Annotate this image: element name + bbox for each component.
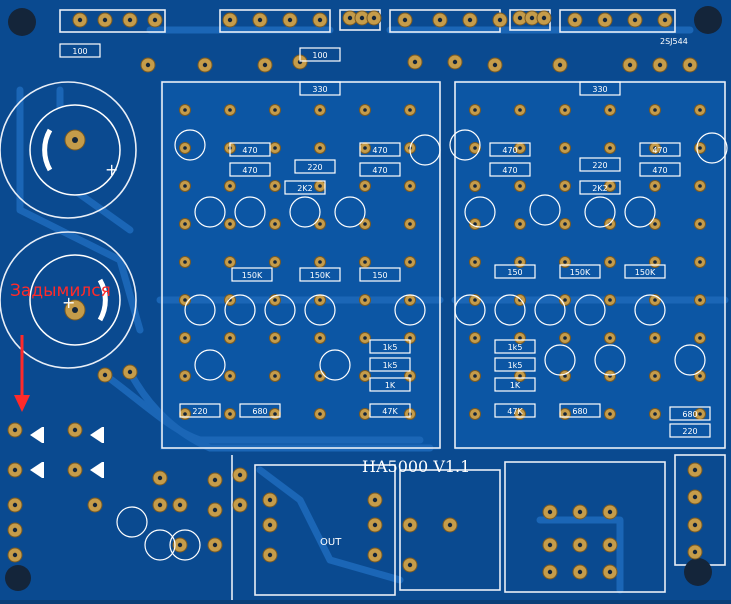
bridge-diodes: [30, 427, 104, 478]
svg-text:220: 220: [592, 161, 607, 170]
filter-capacitors: + +: [29, 104, 121, 346]
svg-text:150K: 150K: [310, 271, 331, 280]
svg-text:1k5: 1k5: [383, 361, 398, 370]
svg-text:470: 470: [652, 146, 667, 155]
board-title: HA5000 V1.1: [362, 457, 470, 476]
corner-tag: 2SJ544: [660, 37, 688, 46]
svg-text:1K: 1K: [510, 381, 521, 390]
svg-text:470: 470: [372, 146, 387, 155]
svg-text:680: 680: [572, 407, 587, 416]
svg-text:100: 100: [72, 47, 87, 56]
svg-text:150K: 150K: [570, 268, 591, 277]
svg-text:47K: 47K: [382, 407, 398, 416]
svg-text:220: 220: [682, 427, 697, 436]
svg-text:150K: 150K: [635, 268, 656, 277]
svg-text:2K2: 2K2: [592, 184, 607, 193]
svg-text:680: 680: [682, 410, 697, 419]
svg-text:2K2: 2K2: [297, 184, 312, 193]
resistor-outlines: 100 100 330 470 470 220 2K2 470 470 150 150K 150K 68…: [59, 43, 711, 438]
svg-text:1k5: 1k5: [383, 343, 398, 352]
svg-text:470: 470: [242, 166, 257, 175]
svg-text:470: 470: [242, 146, 257, 155]
svg-text:47K: 47K: [507, 407, 523, 416]
mounting-holes: [5, 6, 722, 591]
svg-text:1k5: 1k5: [508, 343, 523, 352]
component-pads: [7, 10, 706, 580]
svg-text:470: 470: [652, 166, 667, 175]
svg-text:330: 330: [592, 85, 607, 94]
svg-text:1K: 1K: [385, 381, 396, 390]
svg-text:470: 470: [502, 166, 517, 175]
small-capacitors: [116, 129, 728, 561]
svg-text:1k5: 1k5: [508, 361, 523, 370]
svg-text:150K: 150K: [242, 271, 263, 280]
label-out: OUT: [320, 537, 342, 548]
annotation-text: Задымился: [10, 281, 111, 301]
svg-text:+: +: [62, 293, 75, 312]
svg-text:220: 220: [192, 407, 207, 416]
smoke-annotation: Задымился: [10, 281, 111, 412]
svg-text:100: 100: [312, 51, 327, 60]
svg-text:680: 680: [252, 407, 267, 416]
svg-text:470: 470: [372, 166, 387, 175]
svg-text:470: 470: [502, 146, 517, 155]
svg-text:+: +: [105, 160, 118, 179]
svg-text:220: 220: [307, 163, 322, 172]
svg-text:330: 330: [312, 85, 327, 94]
svg-text:150: 150: [507, 268, 522, 277]
svg-text:150: 150: [372, 271, 387, 280]
